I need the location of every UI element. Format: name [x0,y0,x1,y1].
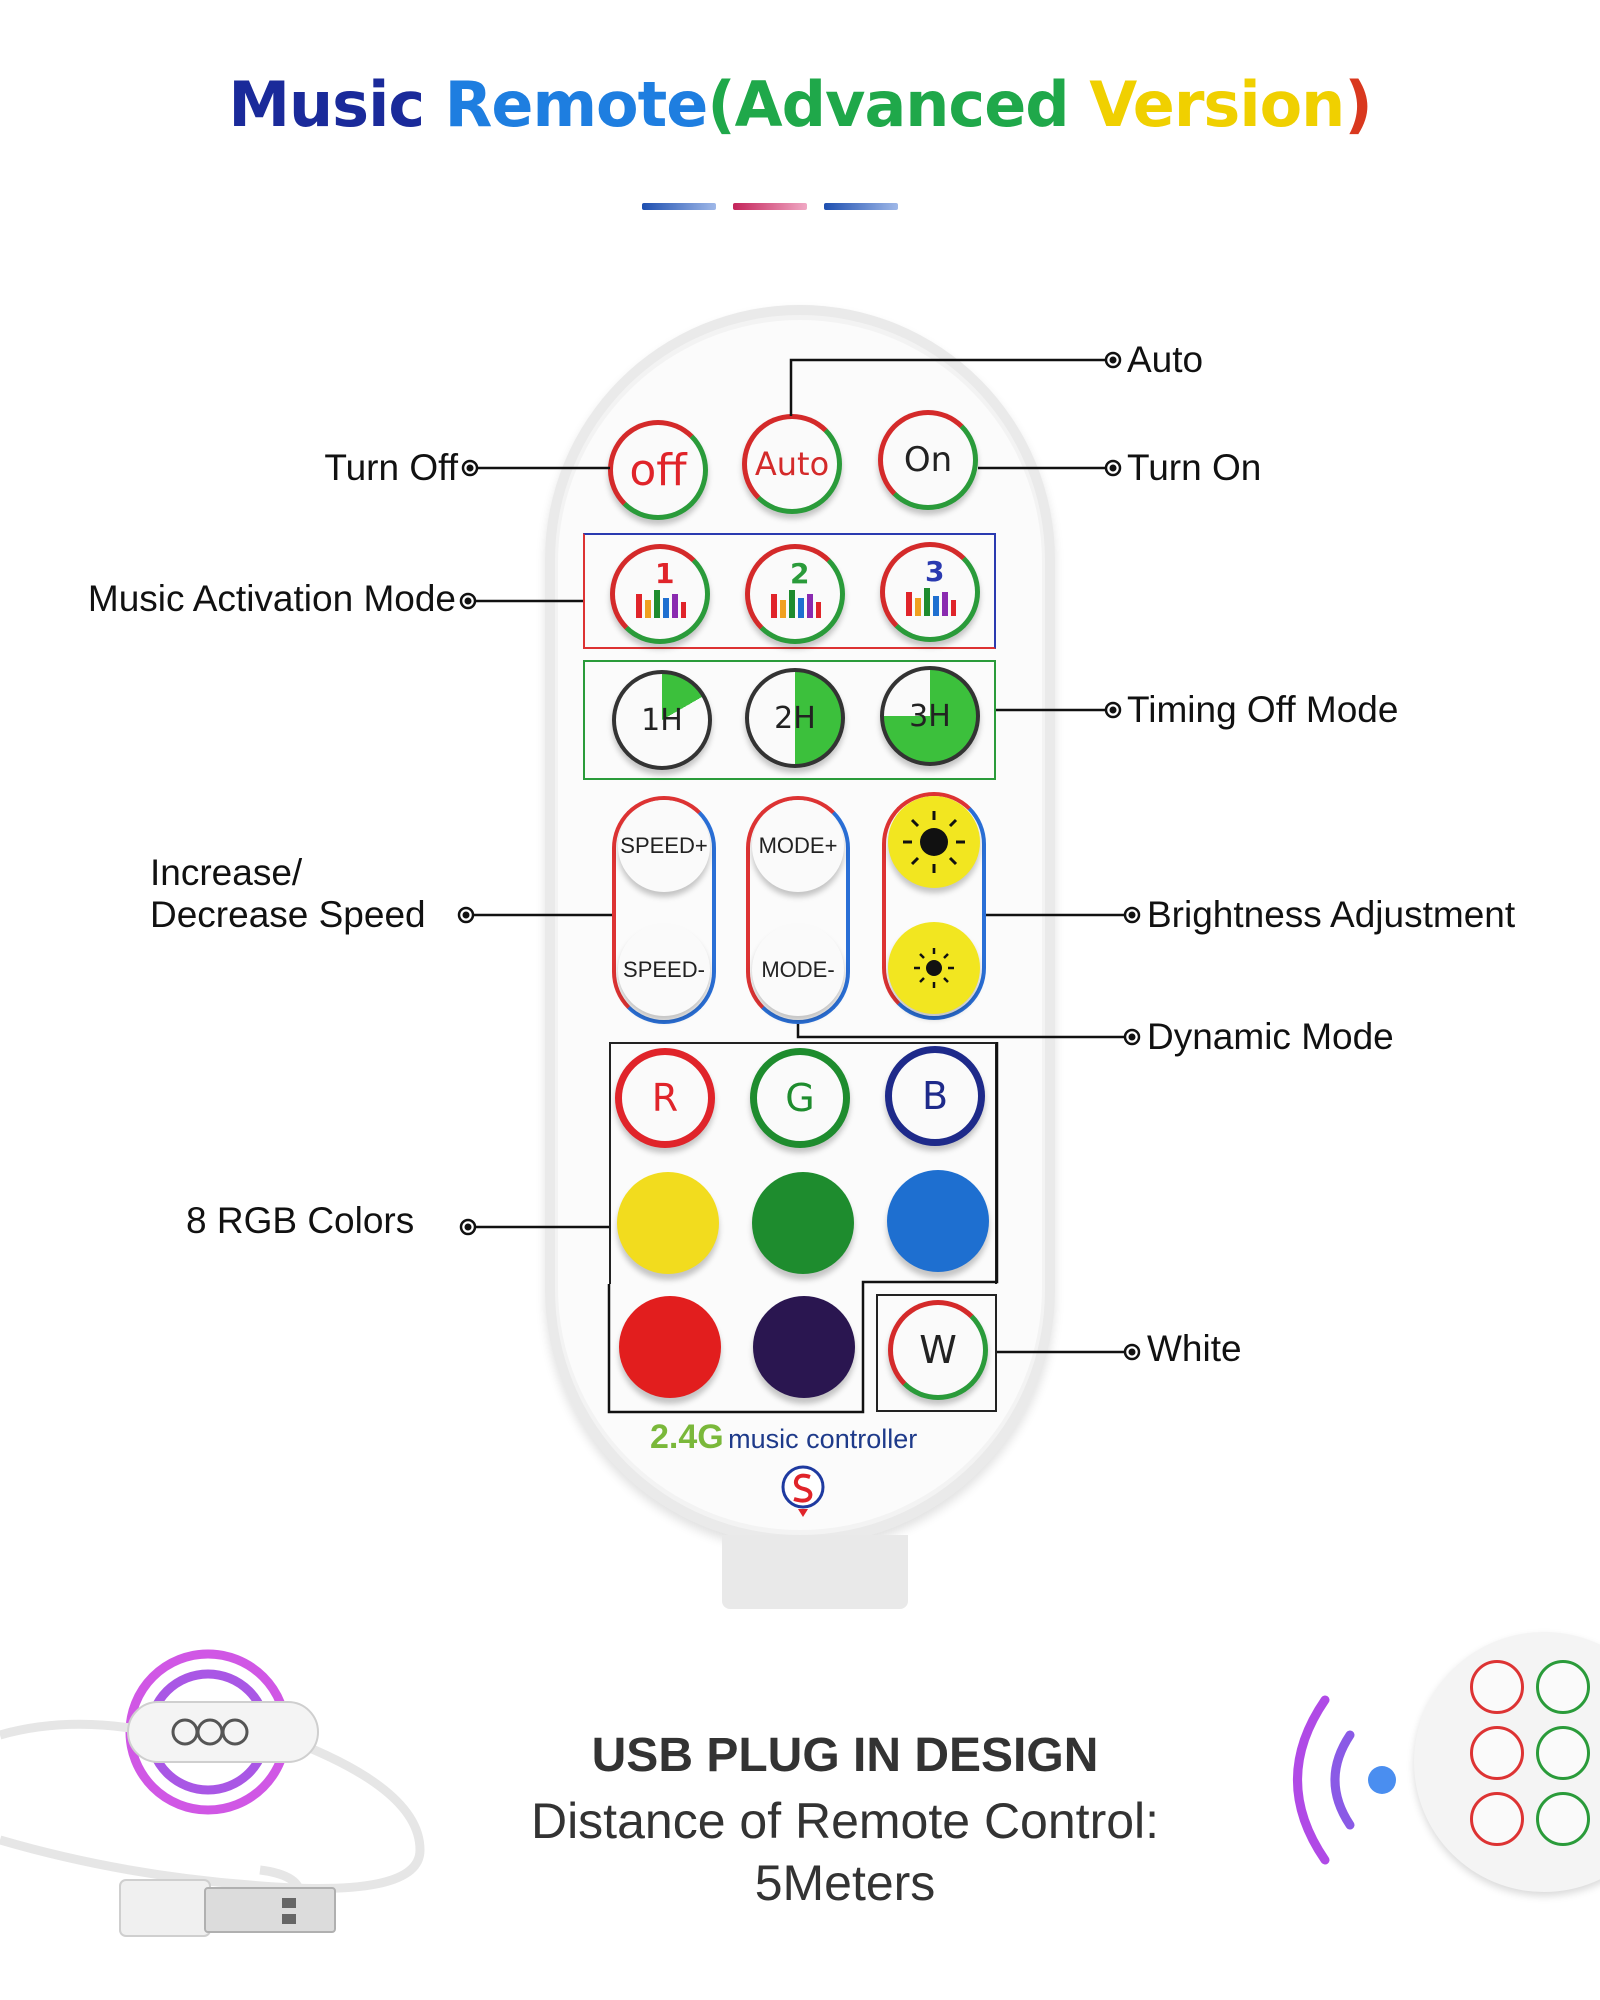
auto-button-label: Auto [754,445,830,483]
mini-music3-button [1536,1792,1590,1846]
usb-cable-illustration [0,1649,425,1937]
mini-off-button [1470,1660,1524,1714]
timer-1h-label: 1H [641,702,683,738]
mode-up-button[interactable]: MODE+ [752,800,844,892]
white-button[interactable]: W [888,1300,988,1400]
mini-auto-button [1470,1726,1524,1780]
speed-down-label: SPEED- [623,957,705,982]
blue-color-button[interactable] [887,1170,989,1272]
auto-button[interactable]: Auto [742,414,842,514]
label-brightness: Brightness Adjustment [1147,894,1516,935]
page-title: Music Remote(Advanced Version) [0,68,1600,141]
label-auto: Auto [1127,339,1204,380]
timer-3h-label: 3H [909,698,951,734]
timer-box [583,660,996,780]
brightness-group [882,792,986,1020]
mini-on-button [1470,1792,1524,1846]
brand-logo-icon [781,1465,825,1517]
label-music-activation: Music Activation Mode [87,578,456,619]
music-mode-2-label: 2 [790,557,810,590]
sun-small-icon [914,948,954,988]
green-color-button[interactable] [752,1172,854,1274]
title-part-version: Version [1089,68,1345,141]
mode-up-label: MODE+ [758,833,838,858]
on-button-label: On [903,440,953,480]
mode-down-label: MODE- [761,957,835,982]
title-part-close: ) [1344,68,1372,141]
brand-24g: 2.4G [650,1418,724,1456]
music-mode-1-button[interactable]: 1 [610,544,710,644]
mode-down-button[interactable]: MODE- [752,924,844,1016]
brand-text: 2.4G music controller [650,1418,917,1457]
timer-2h-label: 2H [774,700,816,736]
distance-line2: 5Meters [754,1855,936,1911]
white-button-label: W [919,1328,957,1372]
green-letter-button[interactable]: G [750,1048,850,1148]
equalizer-icon [906,588,956,616]
label-turn-on: Turn On [1127,447,1262,488]
music-mode-2-button[interactable]: 2 [745,544,845,644]
distance-line1: Distance of Remote Control: [530,1793,1160,1849]
title-dash-right [824,203,898,210]
remote-battery-tab [722,1535,908,1609]
speed-group [612,796,716,1024]
title-part-remote: Remote [444,68,709,141]
mini-music2-button [1536,1726,1590,1780]
red-color-button[interactable] [619,1296,721,1398]
title-dash-middle [733,203,807,210]
brand-label: music controller [728,1424,918,1454]
label-white: White [1147,1328,1242,1369]
green-letter-label: G [785,1076,815,1120]
blue-letter-label: B [921,1074,949,1118]
off-button[interactable]: off [608,420,708,520]
blue-letter-button[interactable]: B [885,1046,985,1146]
music-mode-1-label: 1 [655,557,675,590]
speed-up-button[interactable]: SPEED+ [618,800,710,892]
label-dynamic: Dynamic Mode [1147,1016,1394,1057]
off-button-label: off [629,444,687,496]
music-mode-3-label: 3 [925,555,945,588]
brightness-up-button[interactable] [888,796,980,888]
timer-2h-button[interactable]: 2H [745,668,845,768]
label-turn-off: Turn Off [324,447,458,488]
red-letter-label: R [651,1076,679,1120]
sun-large-icon [903,811,965,873]
wireless-signal-icon [1293,1695,1396,1865]
equalizer-icon [771,590,821,618]
title-part-music: Music [228,68,445,141]
mode-group [746,796,850,1024]
music-mode-box [583,533,996,649]
speed-down-button[interactable]: SPEED- [618,924,710,1016]
on-button[interactable]: On [878,410,978,510]
equalizer-icon [636,590,686,618]
timer-3h-button[interactable]: 3H [880,666,980,766]
yellow-color-button[interactable] [617,1172,719,1274]
brightness-down-button[interactable] [888,922,980,1014]
label-rgb-colors: 8 RGB Colors [186,1200,415,1241]
speed-up-label: SPEED+ [620,833,708,858]
usb-heading: USB PLUG IN DESIGN [591,1729,1099,1782]
purple-color-button[interactable] [753,1296,855,1398]
timer-1h-button[interactable]: 1H [612,670,712,770]
title-part-advanced: (Advanced [707,68,1090,141]
label-speed-line1: Increase/ [150,852,303,893]
red-letter-button[interactable]: R [615,1048,715,1148]
title-dash-left [642,203,716,210]
mini-music1-button [1536,1660,1590,1714]
label-speed-line2: Decrease Speed [150,894,426,935]
label-timing-off: Timing Off Mode [1127,689,1399,730]
music-mode-3-button[interactable]: 3 [880,542,980,642]
